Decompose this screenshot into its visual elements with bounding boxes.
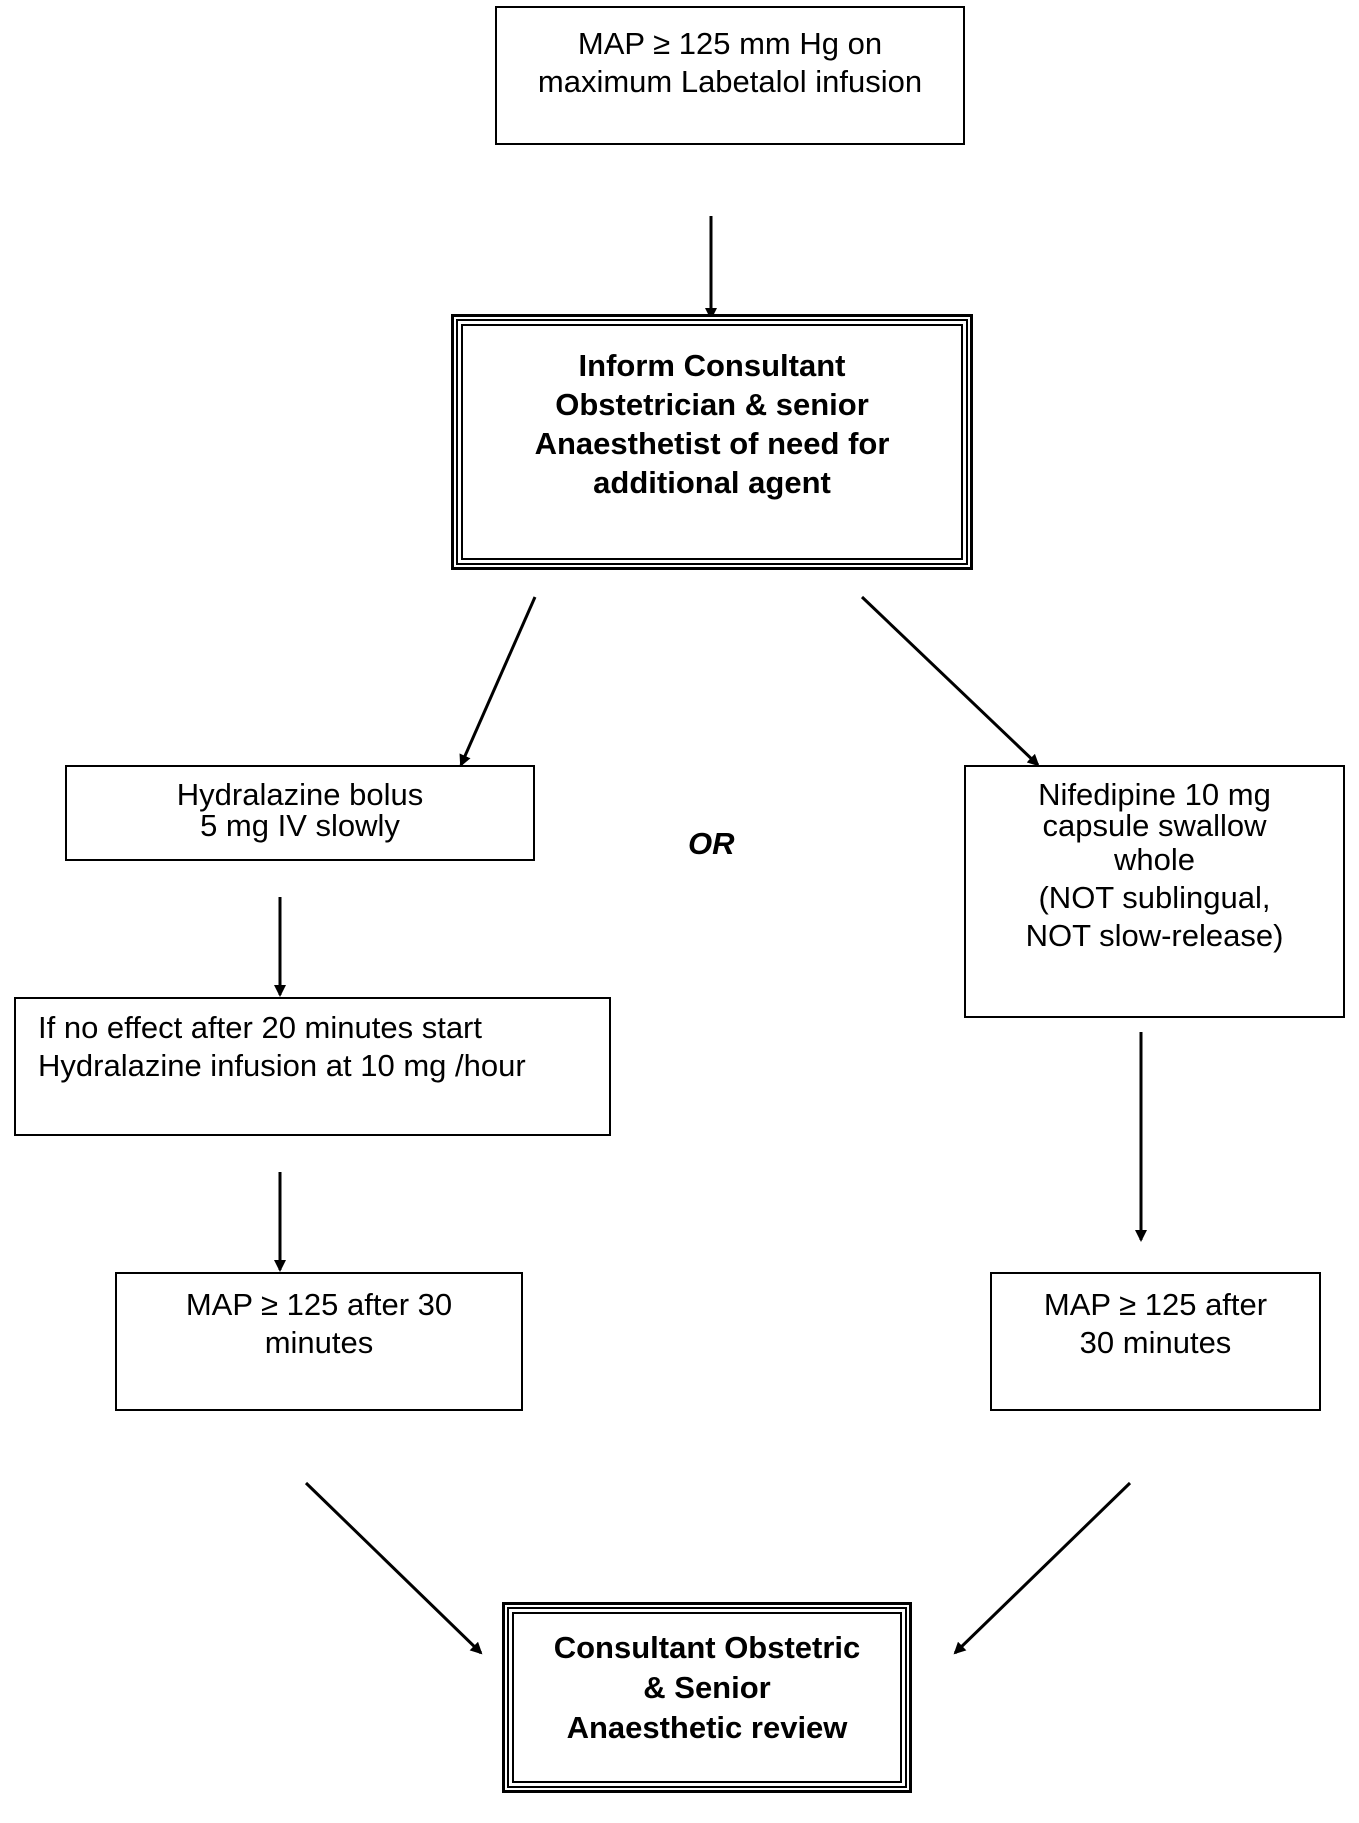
node-text-line: If no effect after 20 minutes start bbox=[38, 1010, 482, 1045]
node-text-line: Anaesthetic review bbox=[566, 1710, 848, 1745]
node-text-line: 5 mg IV slowly bbox=[200, 808, 400, 843]
node-text-line: Anaesthetist of need for bbox=[534, 426, 890, 461]
or-label: OR bbox=[688, 826, 735, 861]
inform-consultant-node: Inform Consultant Obstetrician & senior … bbox=[451, 314, 973, 570]
node-text-line: Obstetrician & senior bbox=[555, 387, 869, 422]
arrow-map-left-to-review bbox=[304, 1481, 483, 1655]
node-text-line: Hydralazine infusion at 10 mg /hour bbox=[38, 1048, 526, 1083]
node-text-line: Hydralazine bolus bbox=[176, 777, 424, 812]
nifedipine-node: Nifedipine 10 mg capsule swallow whole (… bbox=[964, 765, 1345, 1018]
node-text-line: & Senior bbox=[643, 1670, 771, 1705]
node-text-line: minutes bbox=[264, 1325, 374, 1360]
node-text-line: additional agent bbox=[593, 465, 831, 500]
node-text-line: maximum Labetalol infusion bbox=[537, 64, 923, 99]
arrow-map-right-to-review bbox=[953, 1481, 1132, 1655]
map-after-30-right-node: MAP ≥ 125 after 30 minutes bbox=[990, 1272, 1321, 1411]
node-text-line: MAP ≥ 125 mm Hg on bbox=[577, 26, 883, 61]
node-text-line: Inform Consultant bbox=[578, 348, 846, 383]
map-after-30-left-node: MAP ≥ 125 after 30 minutes bbox=[115, 1272, 523, 1411]
hydralazine-bolus-node: Hydralazine bolus 5 mg IV slowly bbox=[65, 765, 535, 861]
node-text-line: whole bbox=[1114, 842, 1195, 877]
hydralazine-infusion-node: If no effect after 20 minutes start Hydr… bbox=[14, 997, 611, 1136]
node-text-line: MAP ≥ 125 after 30 bbox=[185, 1287, 453, 1322]
arrow-inform-to-nifedipine bbox=[860, 595, 1040, 767]
node-text-line: MAP ≥ 125 after bbox=[1043, 1287, 1268, 1322]
consultant-review-node: Consultant Obstetric & Senior Anaestheti… bbox=[502, 1602, 912, 1793]
arrow-inform-to-hydralazine bbox=[459, 596, 537, 767]
node-text-line: Consultant Obstetric bbox=[553, 1630, 861, 1665]
node-text-line: (NOT sublingual, bbox=[1038, 880, 1271, 915]
start-node: MAP ≥ 125 mm Hg on maximum Labetalol inf… bbox=[495, 6, 965, 145]
node-text-line: NOT slow-release) bbox=[1025, 918, 1284, 953]
node-text-line: Nifedipine 10 mg bbox=[1038, 777, 1271, 812]
node-text-line: 30 minutes bbox=[1079, 1325, 1232, 1360]
node-text-line: capsule swallow bbox=[1042, 808, 1267, 843]
